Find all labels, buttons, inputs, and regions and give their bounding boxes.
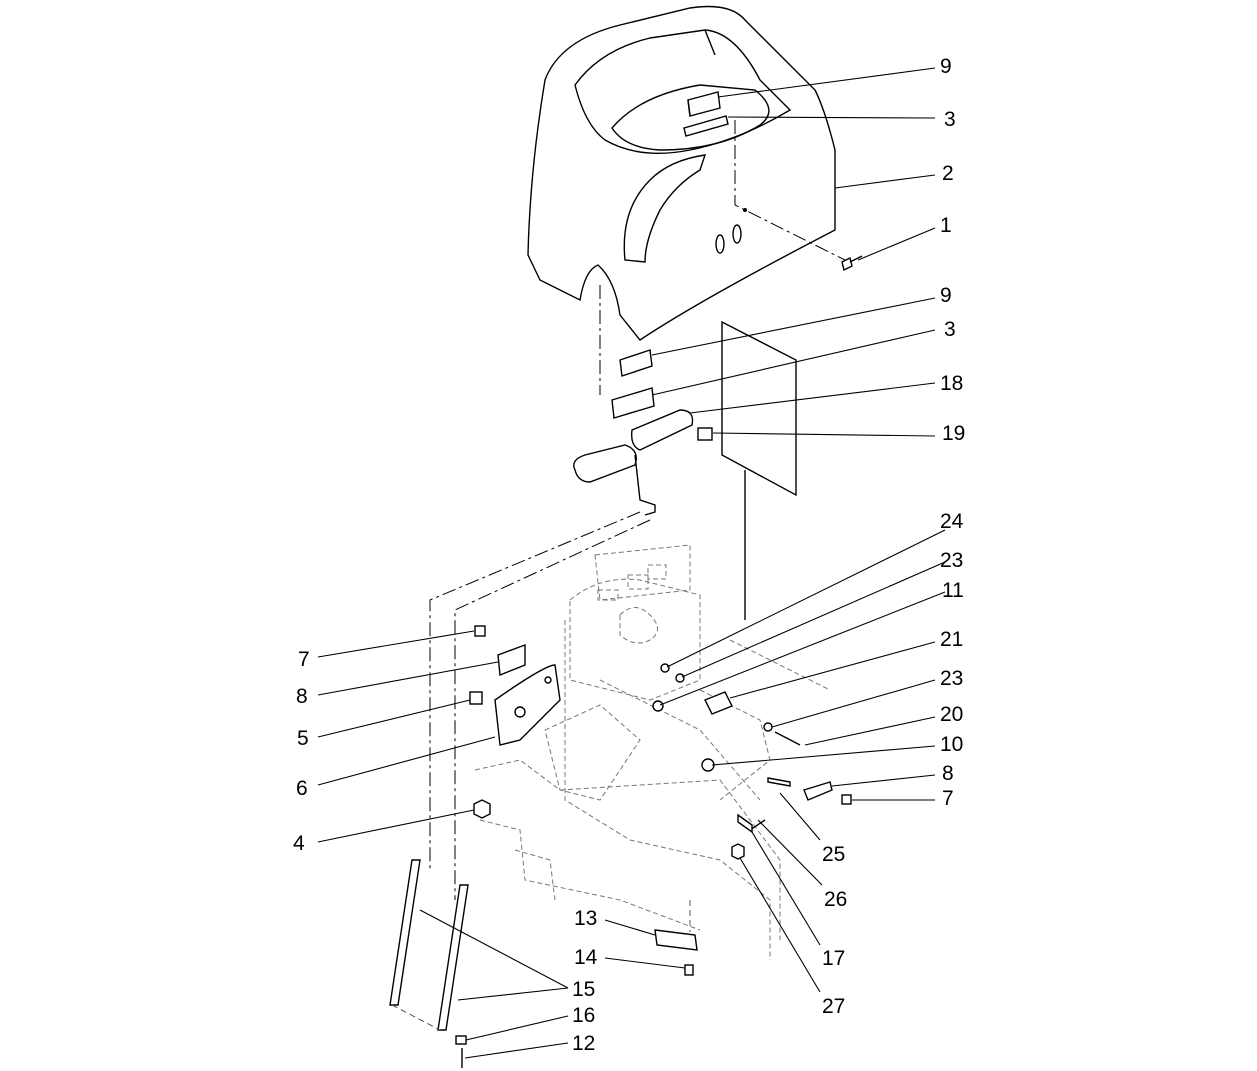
callout-20: 20 [940, 703, 963, 726]
tab-lower [619, 349, 653, 377]
callout-14: 14 [574, 946, 598, 969]
callout-8-right: 8 [942, 762, 954, 785]
callout-2: 2 [942, 162, 954, 185]
bolt-7-left [474, 625, 486, 637]
callout-10: 10 [940, 733, 963, 756]
callout-23-upper: 23 [940, 549, 963, 572]
callout-13: 13 [574, 907, 597, 930]
pin-19 [697, 427, 713, 441]
callout-25: 25 [822, 843, 845, 866]
callout-4: 4 [293, 832, 305, 855]
callout-18: 18 [940, 372, 963, 395]
control-frame [429, 511, 831, 960]
bracket-lower [611, 387, 655, 419]
bracket-8-left [497, 643, 526, 676]
callout-23-lower: 23 [940, 667, 963, 690]
bolt-5 [469, 691, 483, 705]
console-cover [527, 5, 836, 341]
callouts: 9 3 2 1 9 3 18 19 24 23 11 21 23 20 10 8… [293, 55, 965, 1055]
callout-27: 27 [822, 995, 845, 1018]
control-handle [573, 409, 694, 516]
callout-7-right: 7 [942, 787, 954, 810]
nut-4 [473, 799, 491, 819]
callout-15: 15 [572, 978, 595, 1001]
callout-26: 26 [824, 888, 847, 911]
screw-14 [684, 964, 694, 976]
callout-9-upper: 9 [940, 55, 952, 78]
callout-9-lower: 9 [940, 284, 952, 307]
bracket-upper [683, 115, 729, 137]
callout-3-upper: 3 [944, 108, 956, 131]
leader-lines [317, 67, 946, 1059]
link-rods [389, 859, 469, 1031]
callout-17: 17 [822, 947, 845, 970]
callout-16: 16 [572, 1004, 595, 1027]
block-13 [654, 929, 698, 951]
plate-6 [494, 664, 561, 746]
callout-24: 24 [940, 510, 964, 533]
callout-6: 6 [296, 777, 308, 800]
callout-19: 19 [942, 422, 965, 445]
callout-21: 21 [940, 628, 963, 651]
callout-8-left: 8 [296, 685, 308, 708]
callout-11: 11 [942, 579, 964, 602]
callout-7-left: 7 [298, 648, 310, 671]
pin-16 [455, 1035, 467, 1045]
callout-1: 1 [940, 214, 952, 237]
right-hardware [652, 663, 852, 860]
tab-upper [687, 91, 721, 117]
screw-1 [841, 255, 863, 272]
callout-3-lower: 3 [944, 318, 956, 341]
callout-5: 5 [297, 727, 309, 750]
callout-12: 12 [572, 1032, 595, 1055]
